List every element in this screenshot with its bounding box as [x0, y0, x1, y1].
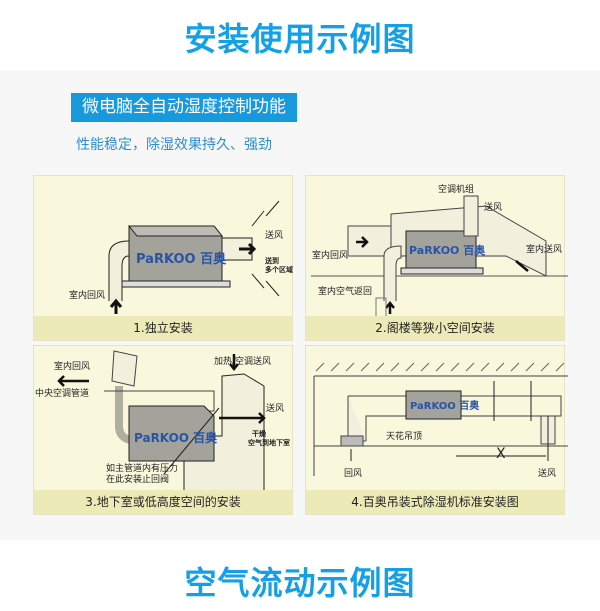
page-title: 安装使用示例图 — [184, 20, 416, 58]
label-supply-air: 送风 — [538, 469, 557, 479]
label-check-valve-note: 在此安装止回阀 — [106, 475, 170, 485]
label-air-to-basement: 空气到地下室 — [248, 439, 290, 447]
panel-caption: 1.独立安装 — [34, 316, 292, 340]
diagram-ceiling-mount: PaRKOO 百奥 — [313, 362, 568, 476]
diagram-basement: PaRKOO 百奥 — [57, 350, 266, 492]
label-central-duct: 中央空调管道 — [35, 389, 90, 399]
panel-caption: 3.地下室或低高度空间的安装 — [34, 490, 292, 514]
label-indoor-supply: 室内送风 — [526, 245, 563, 255]
label-supply-air: 送风 — [484, 203, 503, 213]
feature-subtitle: 性能稳定，除湿效果持久、强劲 — [76, 137, 272, 153]
label-return-air: 室内回风 — [54, 362, 91, 372]
label-heating-supply: 加热/空调送风 — [214, 357, 272, 367]
section-title-airflow: 空气流动示例图 — [184, 564, 416, 602]
label-supply-air: 送风 — [266, 404, 285, 414]
label-multi-zone: 多个区域 — [265, 266, 293, 274]
label-to: 送到 — [265, 257, 279, 265]
panel-caption: 2.阁楼等狭小空间安装 — [306, 316, 564, 340]
install-panel-4: PaRKOO 百奥 天花吊顶 X 回风 送风 4.百奥吊装式除湿机标准安装图 — [305, 345, 568, 515]
label-return-air: 回风 — [344, 469, 363, 479]
label-ac-unit: 空调机组 — [438, 185, 475, 195]
label-pressure-note: 如主管道内有压力 — [106, 464, 179, 474]
brand-logo: PaRKOO 百奥 — [136, 251, 227, 267]
label-return-air: 室内回风 — [312, 251, 349, 261]
diagram-standalone: PaRKOO 百奥 — [108, 200, 280, 314]
svg-text:PaRKOO 百奥: PaRKOO 百奥 — [134, 430, 218, 445]
install-panel-3: PaRKOO 百奥 室内回风 加热/空调送风 中央空调管道 送风 干燥 空气到地… — [33, 345, 293, 515]
svg-text:PaRKOO 百奥: PaRKOO 百奥 — [410, 399, 480, 412]
svg-text:PaRKOO 百奥: PaRKOO 百奥 — [409, 243, 486, 257]
install-panel-2: PaRKOO 百奥 空调机组 送风 室内回风 室内送风 室内空气返回 2.阁楼等… — [305, 175, 568, 341]
panel-caption: 4.百奥吊装式除湿机标准安装图 — [306, 490, 564, 514]
label-suspended-ceiling: 天花吊顶 — [386, 432, 423, 442]
feature-badge: 微电脑全自动湿度控制功能 — [71, 93, 297, 122]
label-return-air: 室内回风 — [69, 291, 106, 301]
diagram-attic: PaRKOO 百奥 — [311, 195, 568, 318]
label-indoor-air-return: 室内空气返回 — [318, 287, 373, 297]
label-supply-air: 送风 — [265, 231, 284, 241]
label-dry: 干燥 — [252, 430, 266, 438]
install-panel-1: PaRKOO 百奥 送风 送到 多个区域 室内回风 1.独立安装 — [33, 175, 293, 341]
label-distance-x: X — [496, 446, 506, 462]
